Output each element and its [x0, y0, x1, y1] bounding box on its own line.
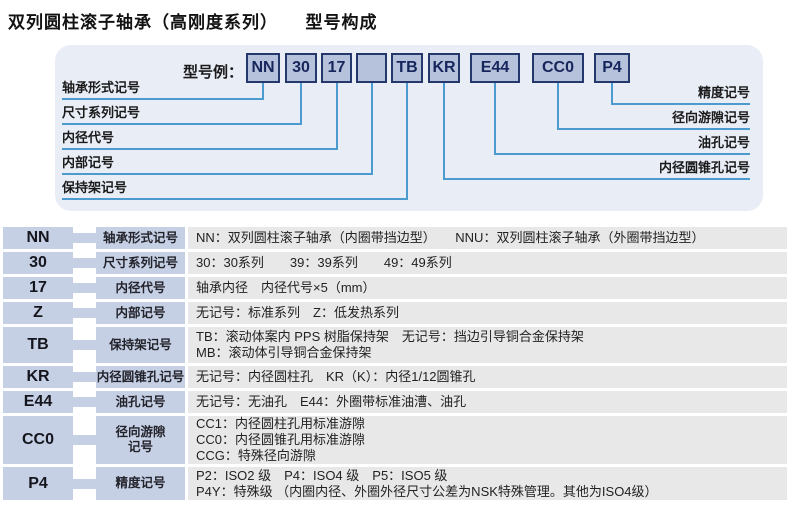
- model-box-blank: [356, 53, 387, 83]
- model-box-30: 30: [285, 53, 317, 83]
- code-cell: Z: [3, 302, 73, 324]
- label-cell: 内径圆锥孔记号: [96, 366, 185, 388]
- model-example-label: 型号例：: [183, 64, 244, 81]
- page-title: 双列圆柱滚子轴承（高刚度系列） 型号构成: [8, 13, 378, 32]
- label-cell: 油孔记号: [96, 391, 185, 413]
- connector-line-vertical: [300, 83, 302, 125]
- desc-cell: 无记号：无油孔 E44：外圈带标准油漕、油孔: [188, 391, 787, 413]
- desc-cell: 无记号：内径圆柱孔 KR（K）：内径1/12圆锥孔: [188, 366, 787, 388]
- cell-connector-tab: [68, 340, 98, 350]
- callout-label-right: 油孔记号: [697, 135, 750, 150]
- model-box-17: 17: [321, 53, 352, 83]
- cell-connector-tab: [68, 478, 98, 489]
- code-cell: 30: [3, 252, 73, 274]
- cell-connector-tab: [68, 233, 98, 243]
- code-cell: TB: [3, 327, 73, 363]
- callout-label-left: 内部记号: [62, 155, 115, 170]
- desc-cell: P2：ISO2 级 P4：ISO4 级 P5：ISO5 级 P4Y：特殊级 （内…: [188, 467, 787, 500]
- connector-line-horizontal: [62, 198, 408, 200]
- connector-line-horizontal: [62, 123, 302, 125]
- desc-cell: 无记号：标准系列 Z：低发热系列: [188, 302, 787, 324]
- connector-line-horizontal: [557, 128, 750, 130]
- cell-connector-tab: [68, 308, 98, 318]
- label-cell: 径向游隙 记号: [96, 416, 185, 464]
- connector-line-horizontal: [611, 103, 750, 105]
- model-box-KR: KR: [428, 53, 460, 83]
- cell-connector-tab: [68, 372, 98, 382]
- table-row-17: 17 内径代号轴承内径 内径代号×5（mm）: [0, 277, 790, 299]
- label-cell: 轴承形式记号: [96, 227, 185, 249]
- code-cell: E44: [3, 391, 73, 413]
- connector-line-vertical: [370, 83, 373, 175]
- label-cell: 保持架记号: [96, 327, 185, 363]
- connector-line-vertical: [443, 83, 445, 180]
- connector-line-horizontal: [443, 178, 750, 180]
- connector-line-horizontal: [62, 98, 264, 100]
- connector-line-vertical: [611, 83, 613, 105]
- table-row-E44: E44 油孔记号无记号：无油孔 E44：外圈带标准油漕、油孔: [0, 391, 790, 413]
- connector-line-horizontal: [62, 148, 338, 150]
- desc-cell: 30：30系列 39：39系列 49：49系列: [188, 252, 787, 274]
- desc-cell: TB：滚动体案内 PPS 树脂保持架 无记号：挡边引导铜合金保持架 MB：滚动体…: [188, 327, 787, 363]
- model-box-E44: E44: [470, 53, 520, 83]
- connector-line-vertical: [406, 83, 408, 200]
- table-row-Z: Z 内部记号无记号：标准系列 Z：低发热系列: [0, 302, 790, 324]
- model-box-TB: TB: [391, 53, 423, 83]
- connector-line-vertical: [262, 83, 264, 100]
- connector-line-horizontal: [494, 153, 750, 155]
- label-cell: 内径代号: [96, 277, 185, 299]
- desc-cell: NN：双列圆柱滚子轴承（内圈带挡边型） NNU：双列圆柱滚子轴承（外圈带挡边型）: [188, 227, 787, 249]
- cell-connector-tab: [68, 258, 98, 268]
- connector-line-vertical: [335, 83, 338, 150]
- model-box-P4: P4: [594, 53, 630, 83]
- desc-cell: 轴承内径 内径代号×5（mm）: [188, 277, 787, 299]
- desc-cell: CC1：内径圆柱孔用标准游隙 CC0：内径圆锥孔用标准游隙 CCG：特殊径向游隙: [188, 416, 787, 464]
- cell-connector-tab: [68, 435, 98, 445]
- code-cell: NN: [3, 227, 73, 249]
- code-cell: CC0: [3, 416, 73, 464]
- cell-connector-tab: [68, 397, 98, 407]
- code-cell: KR: [3, 366, 73, 388]
- callout-label-left: 保持架记号: [62, 180, 128, 195]
- connector-line-vertical: [494, 83, 496, 155]
- label-cell: 精度记号: [96, 467, 185, 500]
- code-cell: P4: [3, 467, 73, 500]
- callout-label-right: 内径圆锥孔记号: [658, 160, 750, 175]
- model-box-NN: NN: [246, 53, 280, 83]
- callout-label-left: 轴承形式记号: [62, 80, 141, 95]
- cell-connector-tab: [68, 283, 98, 293]
- code-cell: 17: [3, 277, 73, 299]
- callout-label-left: 尺寸系列记号: [62, 105, 141, 120]
- callout-label-left: 内径代号: [62, 130, 115, 145]
- label-cell: 尺寸系列记号: [96, 252, 185, 274]
- model-box-CC0: CC0: [532, 53, 584, 83]
- callout-label-right: 径向游隙记号: [671, 110, 750, 125]
- connector-line-horizontal: [62, 173, 373, 175]
- callout-label-right: 精度记号: [697, 85, 750, 100]
- table-row-KR: KR 内径圆锥孔记号无记号：内径圆柱孔 KR（K）：内径1/12圆锥孔: [0, 366, 790, 388]
- label-cell: 内部记号: [96, 302, 185, 324]
- connector-line-vertical: [557, 83, 559, 130]
